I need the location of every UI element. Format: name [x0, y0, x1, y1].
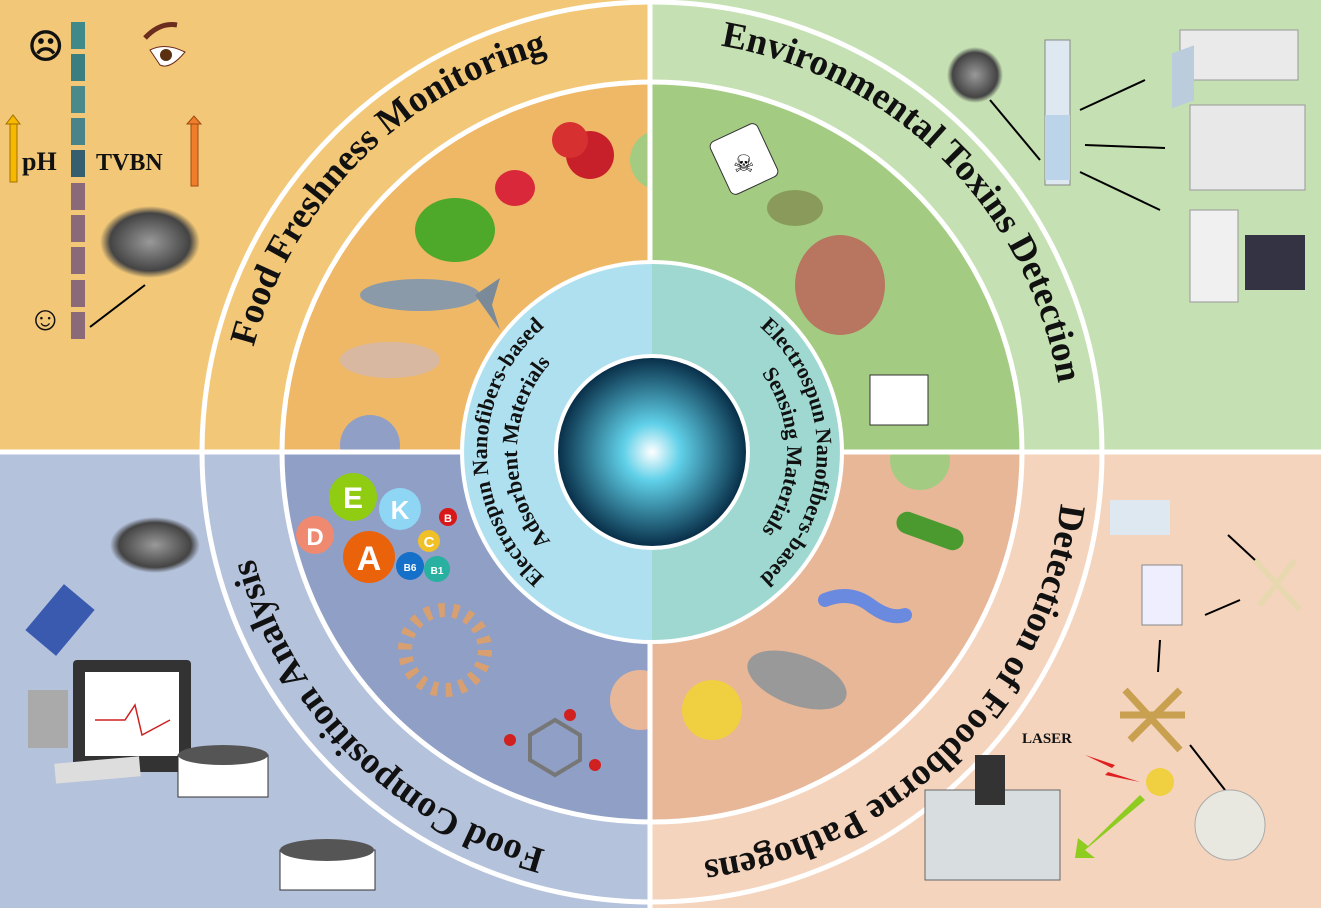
green-arrow-icon: [1075, 795, 1145, 858]
electrode-image: [25, 584, 95, 656]
electrospinning-image: [554, 354, 750, 550]
vitamin-b: [439, 508, 457, 526]
svg-text:C: C: [424, 534, 435, 551]
vitamin-a: [343, 531, 395, 583]
poison-bottle-image: [709, 123, 779, 195]
skull-icon: ☠: [733, 152, 755, 178]
herb-powder-image: [767, 190, 823, 226]
nanofiber-sem-image: [110, 517, 200, 573]
puzzle-bump: [610, 670, 670, 730]
sers-workflow: LASER: [924, 45, 1303, 881]
tvbn-up-arrow-icon: [190, 121, 199, 187]
svg-text:E: E: [343, 482, 363, 515]
bacterium-spiral-image: [818, 589, 912, 624]
glucose-molecule-image: [504, 709, 601, 778]
bacterium-coccus-image: [682, 680, 742, 740]
spices-image: [398, 603, 492, 697]
nanofiber-sem-image: [947, 47, 1003, 103]
bacterium-bacillus-image: [747, 650, 847, 710]
vitamin-d: [296, 516, 334, 554]
nanofiber-sem-image: [100, 206, 200, 278]
svg-text:B1: B1: [431, 566, 444, 577]
food-images: [340, 122, 614, 378]
sad-face-icon: ☹: [28, 29, 63, 66]
nanofiber-mat-image: [1120, 687, 1185, 753]
laser-label: LASER: [1022, 731, 1072, 747]
color-indicator-strip: [71, 22, 85, 339]
puzzle-bump: [630, 130, 690, 190]
bacteria-cluster-image: [1146, 768, 1174, 796]
sensor-devices: [25, 517, 376, 891]
spectrometer-image: [1179, 29, 1299, 81]
beaker-image: [1141, 564, 1183, 626]
vitamin-e: [329, 473, 377, 521]
vitamin-k: [379, 488, 421, 530]
nanofibers-image: [1252, 557, 1303, 613]
fish-image: [360, 279, 480, 311]
tvbn-label: TVBN: [96, 150, 163, 176]
svg-text:K: K: [391, 495, 410, 525]
computer-tower-image: [28, 690, 68, 748]
monitor-image: [1245, 235, 1305, 290]
ph-label: pH: [22, 147, 57, 176]
pills-image: [795, 235, 885, 335]
eye-icon: [143, 22, 186, 67]
lettuce-image: [415, 198, 495, 262]
instrument-images: [947, 29, 1306, 303]
toxin-images: ☠: [709, 123, 929, 426]
electrospinning-setup-image: [1110, 500, 1170, 535]
petri-dish-image: [1194, 789, 1266, 861]
bacteria-images: [682, 511, 964, 740]
medicine-box-image: [869, 374, 929, 426]
svg-text:B6: B6: [404, 563, 417, 574]
puzzle-bump: [890, 430, 950, 490]
vitamin-c: [418, 530, 440, 552]
svg-text:A: A: [357, 540, 382, 578]
happy-face-icon: ☺: [28, 301, 63, 338]
vitamin-b1: [424, 556, 450, 582]
shrimp-image: [340, 342, 440, 378]
strawberry-image: [495, 170, 535, 206]
hplc-image: [1189, 209, 1239, 303]
arrow-icon: [89, 284, 146, 328]
gas-chromatograph-image: [1189, 104, 1306, 191]
keyboard-image: [54, 756, 141, 784]
svg-text:D: D: [306, 524, 323, 551]
vitamin-circles: E K D A C B B6 B1: [296, 473, 457, 583]
ph-up-arrow-icon: [9, 121, 18, 183]
puzzle-bump: [340, 415, 400, 475]
vitamin-b6: [396, 552, 424, 580]
svg-text:B: B: [444, 513, 452, 525]
bacterium-rod-image: [896, 511, 964, 551]
